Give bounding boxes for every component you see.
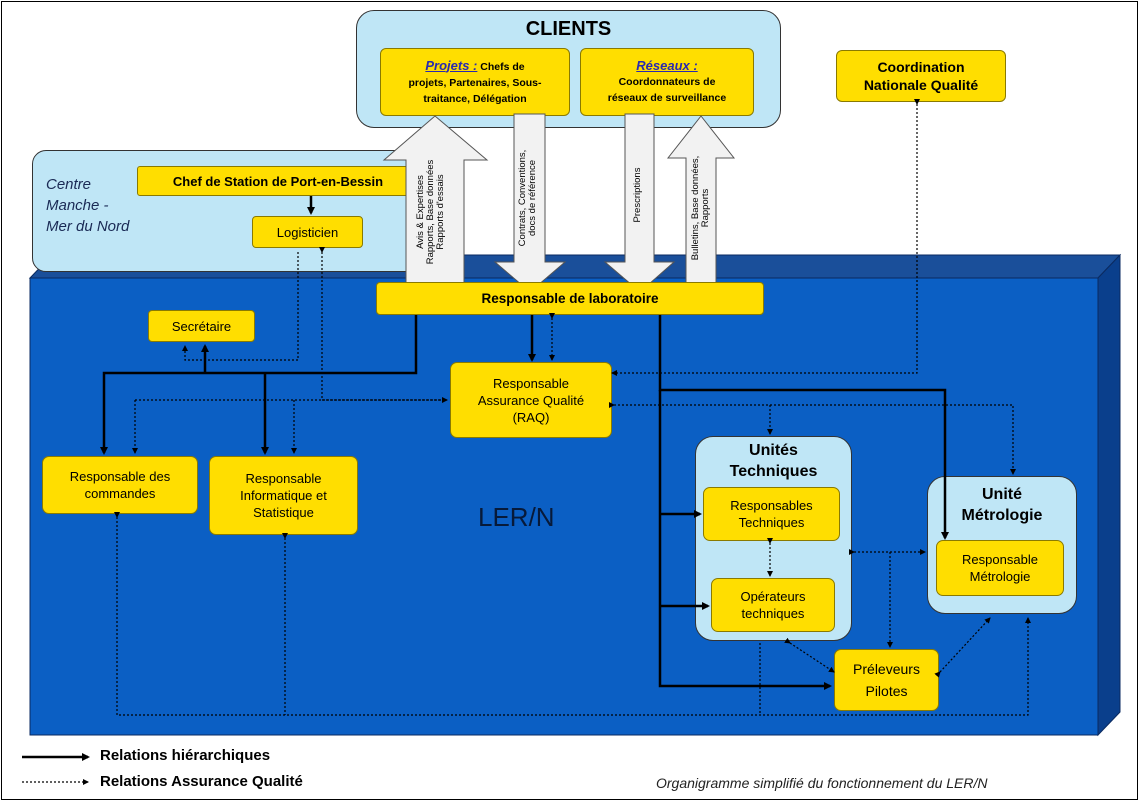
responsable-laboratoire-box: Responsable de laboratoire bbox=[376, 282, 764, 315]
responsable-laboratoire-label: Responsable de laboratoire bbox=[481, 291, 659, 306]
secretaire-box: Secrétaire bbox=[148, 310, 255, 342]
reseaux-text1: Coordonnateurs de bbox=[618, 76, 716, 88]
contrats-arrow-label: Contrats, Conventions, docs de référence bbox=[517, 133, 542, 263]
metro-title2: Métrologie bbox=[961, 507, 1043, 524]
unites-title2: Techniques bbox=[729, 463, 818, 480]
secretaire-label: Secrétaire bbox=[171, 318, 232, 334]
centre-label-line2: Manche - bbox=[46, 197, 109, 214]
resp-metro-line1: Responsable bbox=[962, 552, 1038, 567]
unites-techniques-title: Unités Techniques bbox=[695, 440, 852, 482]
bulletins-arrow-label: Bulletins, Base données, Rapports bbox=[690, 148, 715, 268]
prescriptions-arrow-label: Prescriptions bbox=[632, 145, 647, 245]
contrats-line2: docs de référence bbox=[527, 159, 538, 237]
centre-label-line1: Centre bbox=[46, 176, 92, 193]
raq-line2: Assurance Qualité bbox=[477, 392, 585, 408]
operateurs-techniques-box: Opérateurs techniques bbox=[711, 578, 835, 632]
resp-metro-line2: Métrologie bbox=[969, 569, 1031, 584]
legend-quality-text: Relations Assurance Qualité bbox=[100, 773, 303, 790]
diagram-caption: Organigramme simplifié du fonctionnement… bbox=[656, 775, 988, 791]
commandes-line1: Responsable des bbox=[69, 469, 171, 484]
clients-title: CLIENTS bbox=[525, 18, 612, 40]
bulletins-line2: Rapports bbox=[700, 188, 711, 228]
avis-arrow-label: Avis & Expertises Rapports, Base données… bbox=[415, 153, 452, 271]
logisticien-box: Logisticien bbox=[252, 216, 363, 248]
commandes-line2: commandes bbox=[84, 486, 156, 501]
centre-label: Centre Manche - Mer du Nord bbox=[46, 174, 129, 237]
projets-box: Projets : Chefs de projets, Partenaires,… bbox=[380, 48, 570, 116]
unites-title1: Unités bbox=[749, 442, 798, 459]
centre-label-line3: Mer du Nord bbox=[46, 218, 130, 235]
projets-text3: traitance, Délégation bbox=[423, 92, 527, 105]
legend-hierarchy-text: Relations hiérarchiques bbox=[100, 747, 271, 764]
contrats-arrow bbox=[493, 113, 567, 293]
coordination-box: Coordination Nationale Qualité bbox=[836, 50, 1006, 102]
coordination-line2: Nationale Qualité bbox=[863, 77, 979, 93]
avis-line3: Rapports d'essais bbox=[435, 174, 446, 250]
projets-label: Projets : bbox=[425, 57, 478, 73]
commandes-box: Responsable des commandes bbox=[42, 456, 198, 514]
operateurs-line1: Opérateurs bbox=[740, 589, 806, 604]
logisticien-label: Logisticien bbox=[276, 224, 339, 240]
reseaux-label: Réseaux : bbox=[636, 58, 698, 73]
preleveurs-box: Préleveurs Pilotes bbox=[834, 649, 939, 711]
projets-line1: Projets : Chefs de bbox=[425, 58, 524, 75]
raq-line1: Responsable bbox=[493, 375, 569, 391]
chef-station-box: Chef de Station de Port-en-Bessin bbox=[137, 166, 419, 196]
avis-arrow bbox=[382, 115, 489, 291]
informatique-box: Responsable Informatique et Statistique bbox=[209, 456, 358, 535]
unite-metrologie-title: Unité Métrologie bbox=[927, 484, 1077, 526]
chef-station-label: Chef de Station de Port-en-Bessin bbox=[172, 173, 384, 189]
metro-title1: Unité bbox=[982, 486, 1022, 503]
projets-text2: projets, Partenaires, Sous- bbox=[408, 76, 542, 89]
operateurs-line2: techniques bbox=[741, 606, 805, 621]
coordination-line1: Coordination bbox=[877, 59, 965, 75]
responsable-metrologie-box: Responsable Métrologie bbox=[936, 540, 1064, 596]
resp-tech-line2: Techniques bbox=[738, 515, 805, 530]
raq-box: Responsable Assurance Qualité (RAQ) bbox=[450, 362, 612, 438]
resp-tech-line1: Responsables bbox=[730, 498, 813, 513]
lab-name: LER/N bbox=[478, 502, 555, 532]
preleveurs-line1: Préleveurs bbox=[853, 661, 920, 677]
projets-text1: Chefs de bbox=[480, 60, 525, 73]
raq-line3: (RAQ) bbox=[512, 409, 550, 425]
informatique-line3: Statistique bbox=[253, 505, 314, 520]
informatique-line1: Responsable bbox=[245, 471, 322, 486]
responsables-techniques-box: Responsables Techniques bbox=[703, 487, 840, 541]
prescriptions-line1: Prescriptions bbox=[632, 167, 643, 223]
preleveurs-line2: Pilotes bbox=[865, 683, 908, 699]
informatique-line2: Informatique et bbox=[240, 488, 327, 503]
